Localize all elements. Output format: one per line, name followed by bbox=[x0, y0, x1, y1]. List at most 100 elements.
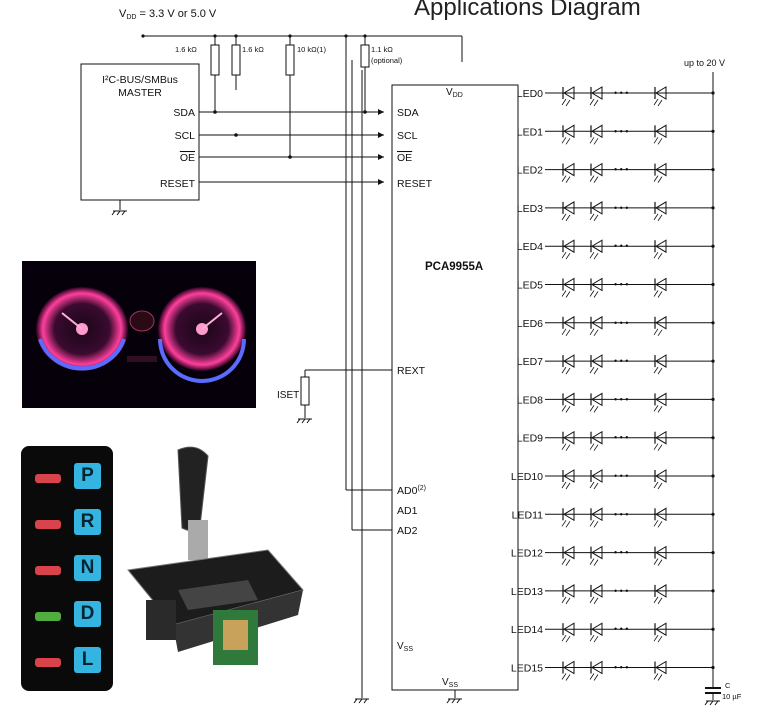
led-diode bbox=[653, 124, 667, 145]
led-diode bbox=[653, 277, 667, 298]
node-dot bbox=[213, 110, 217, 114]
ellipsis-dots: • • • bbox=[614, 548, 628, 558]
led-row: LED15• • • bbox=[511, 660, 715, 681]
node-dot bbox=[711, 551, 715, 555]
capacitor bbox=[704, 687, 721, 706]
dashboard-illustration bbox=[22, 261, 256, 408]
node-dot bbox=[711, 244, 715, 248]
node-dot bbox=[711, 589, 715, 593]
supply-label: VDD = 3.3 V or 5.0 V bbox=[119, 8, 217, 21]
capacitor-value: 10 µF bbox=[722, 692, 742, 701]
node-dot bbox=[234, 133, 238, 137]
led-diode bbox=[561, 660, 575, 681]
ellipsis-dots: • • • bbox=[614, 318, 628, 328]
ellipsis-dots: • • • bbox=[614, 509, 628, 519]
gear-key-n: N bbox=[74, 555, 101, 581]
ellipsis-dots: • • • bbox=[614, 356, 628, 366]
led-pin-label: LED8 bbox=[517, 394, 543, 406]
ellipsis-dots: • • • bbox=[614, 126, 628, 136]
led-row: LED5• • • bbox=[517, 277, 715, 298]
iset-resistor bbox=[300, 376, 310, 406]
gear-row-n: N bbox=[21, 550, 113, 590]
master-pin-scl: SCL bbox=[175, 130, 196, 142]
capacitor-name: C bbox=[725, 681, 731, 690]
ellipsis-dots: • • • bbox=[614, 624, 628, 634]
led-diode bbox=[653, 162, 667, 183]
led-diode bbox=[589, 584, 603, 605]
gear-indicator-led bbox=[35, 612, 61, 621]
resistor-r3 bbox=[285, 36, 295, 157]
led-row: LED11• • • bbox=[512, 507, 715, 528]
ellipsis-dots: • • • bbox=[614, 241, 628, 251]
led-diode bbox=[561, 584, 575, 605]
gear-row-l: L bbox=[21, 642, 113, 682]
resistor-label-optional: (optional) bbox=[371, 56, 403, 65]
node-dot bbox=[711, 397, 715, 401]
node-dot bbox=[711, 321, 715, 325]
led-diode bbox=[589, 277, 603, 298]
led-diode bbox=[589, 392, 603, 413]
led-diode bbox=[653, 584, 667, 605]
resistor-label-r3: 10 kΩ(1) bbox=[297, 45, 326, 54]
led-diode bbox=[561, 545, 575, 566]
node-dot bbox=[711, 436, 715, 440]
node-dot bbox=[213, 34, 217, 38]
gear-lever-illustration bbox=[127, 446, 304, 665]
led-diode bbox=[561, 201, 575, 222]
node-dot bbox=[234, 34, 238, 38]
node-dot bbox=[711, 665, 715, 670]
led-pin-label: LED2 bbox=[517, 165, 543, 177]
led-pin-label: LED13 bbox=[511, 586, 543, 598]
led-pin-label: LED7 bbox=[517, 356, 543, 368]
node-dot bbox=[711, 168, 715, 172]
led-diode bbox=[653, 239, 667, 260]
ellipsis-dots: • • • bbox=[614, 586, 628, 596]
diagram-title: Applications Diagram bbox=[414, 0, 641, 21]
led-row: LED4• • • bbox=[517, 239, 715, 260]
led-diode bbox=[589, 469, 603, 490]
led-diode bbox=[589, 430, 603, 451]
node-dot bbox=[288, 155, 292, 159]
ellipsis-dots: • • • bbox=[614, 280, 628, 290]
led-pin-label: LED14 bbox=[511, 624, 543, 636]
led-diode bbox=[653, 201, 667, 222]
led-diode bbox=[589, 162, 603, 183]
chip-pin-scl: SCL bbox=[397, 130, 418, 142]
led-diode bbox=[589, 201, 603, 222]
led-row: LED6 • • • bbox=[517, 315, 715, 337]
led-diode bbox=[589, 124, 603, 145]
led-pin-label: LED10 bbox=[511, 471, 543, 483]
resistor-label-r1: 1.6 kΩ bbox=[175, 45, 197, 54]
led-row: LED9 • • • bbox=[517, 430, 715, 451]
arrow bbox=[378, 179, 384, 185]
led-diode bbox=[653, 469, 667, 490]
gear-row-r: R bbox=[21, 504, 113, 544]
gear-key-p: P bbox=[74, 463, 101, 489]
arrow bbox=[378, 132, 384, 138]
dashboard-photo bbox=[22, 261, 256, 408]
led-pin-label: LED9 bbox=[517, 433, 543, 445]
led-row: LED7 • • • bbox=[517, 354, 715, 375]
gear-indicator-led bbox=[35, 474, 61, 483]
led-row: LED1• • • bbox=[517, 124, 715, 145]
ellipsis-dots: • • • bbox=[614, 433, 628, 443]
arrow bbox=[378, 109, 384, 115]
led-diode bbox=[589, 86, 603, 107]
node-dot bbox=[711, 359, 715, 363]
node-dot bbox=[363, 34, 367, 38]
led-diode bbox=[653, 392, 667, 413]
led-diode bbox=[653, 660, 667, 681]
led-diode bbox=[561, 239, 575, 260]
led-row: LED10• • • bbox=[511, 469, 715, 490]
led-diode bbox=[589, 354, 603, 375]
node-dot bbox=[711, 474, 715, 478]
led-pin-label: LED3 bbox=[517, 203, 543, 215]
chip-pin-ad2: AD2 bbox=[397, 525, 418, 537]
led-diode bbox=[561, 622, 575, 643]
led-diode bbox=[561, 86, 575, 107]
led-diode bbox=[589, 622, 603, 643]
chip-box bbox=[391, 84, 519, 691]
led-pin-label: LED6 bbox=[517, 318, 543, 330]
node-dot bbox=[711, 206, 715, 210]
